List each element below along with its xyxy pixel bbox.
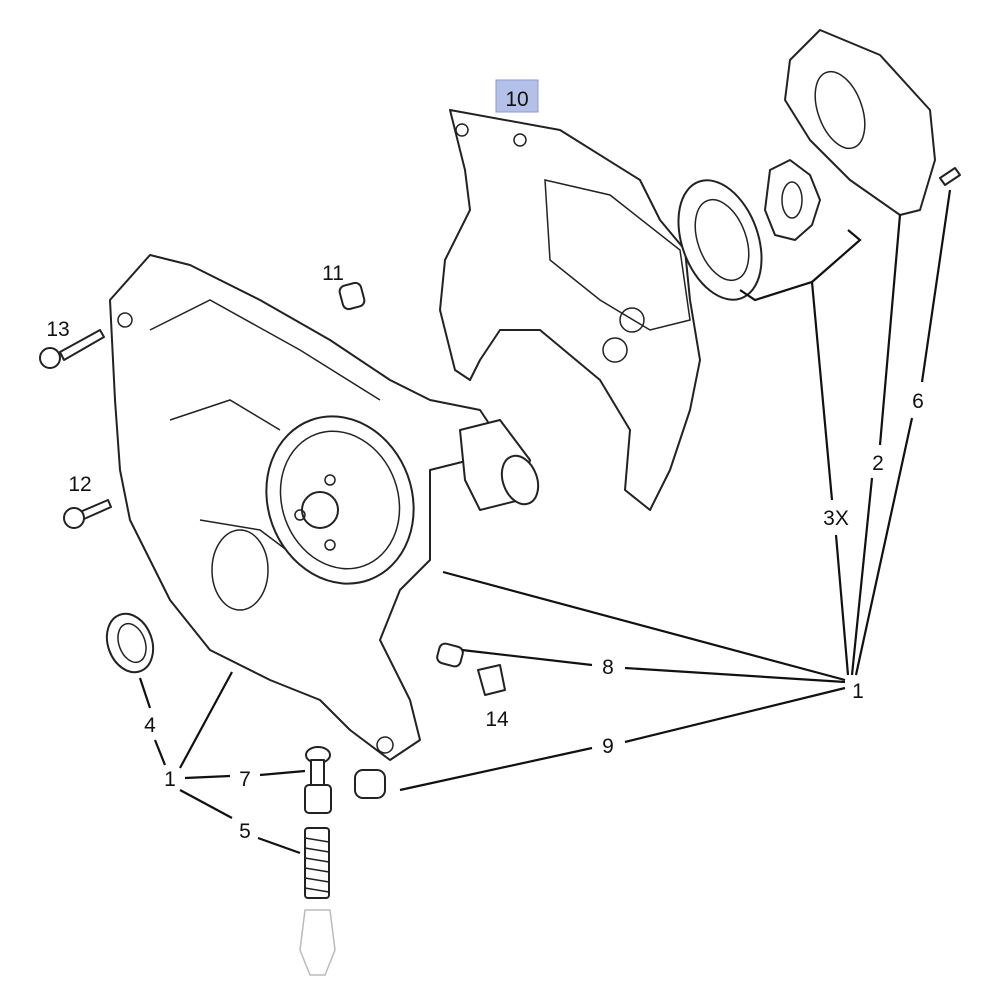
callout-3x[interactable]: 3X: [823, 507, 849, 530]
callout-1-left[interactable]: 1: [164, 768, 176, 791]
gasket-part-10[interactable]: [439, 109, 701, 511]
callout-7[interactable]: 7: [239, 768, 251, 791]
ghost-part: [299, 909, 336, 976]
callout-6[interactable]: 6: [912, 390, 924, 413]
screw-part-6[interactable]: [939, 167, 961, 186]
callout-14[interactable]: 14: [485, 708, 509, 731]
pump-rotor-outer[interactable]: [663, 169, 777, 312]
spring-part-5[interactable]: [304, 827, 330, 899]
pump-rotor-inner[interactable]: [764, 159, 821, 241]
piston-part-7[interactable]: [304, 746, 332, 814]
plug-part-14[interactable]: [477, 664, 506, 696]
callout-4[interactable]: 4: [144, 714, 156, 737]
pulley[interactable]: [243, 396, 436, 605]
highlight-box-10: [495, 79, 539, 113]
callout-12[interactable]: 12: [68, 473, 91, 496]
cap-part-9[interactable]: [354, 769, 386, 799]
callout-13[interactable]: 13: [46, 318, 69, 341]
sleeve-part-11[interactable]: [338, 281, 366, 311]
callout-2[interactable]: 2: [872, 452, 884, 475]
callout-11[interactable]: 11: [322, 262, 344, 285]
callout-9[interactable]: 9: [602, 735, 614, 758]
outlet-pipe[interactable]: [459, 419, 545, 511]
callout-8[interactable]: 8: [602, 656, 614, 679]
callout-5[interactable]: 5: [239, 820, 251, 843]
callout-1-right[interactable]: 1: [852, 680, 864, 703]
plug-part-8[interactable]: [436, 642, 464, 668]
pump-cover-part-2[interactable]: [784, 29, 936, 216]
seal-part-4[interactable]: [99, 607, 161, 678]
callout-10[interactable]: 10: [505, 88, 528, 111]
bolt-part-12[interactable]: [63, 499, 112, 529]
leader-lines: [138, 189, 952, 855]
bolt-part-13[interactable]: [39, 329, 105, 369]
